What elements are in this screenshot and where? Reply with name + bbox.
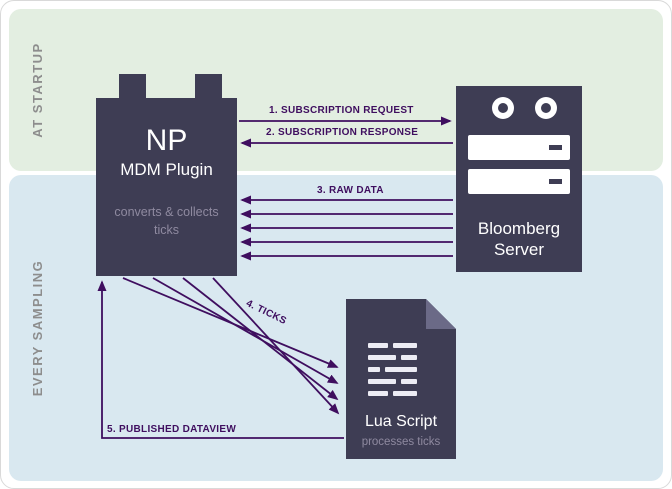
plugin-note-line1: converts & collects <box>114 205 219 219</box>
server-reel-right-icon <box>535 97 557 119</box>
plugin-subtitle: MDM Plugin <box>120 160 213 179</box>
label-subscription-request: 1. SUBSCRIPTION REQUEST <box>269 105 414 116</box>
label-subscription-response: 2. SUBSCRIPTION RESPONSE <box>266 127 419 138</box>
server-rack-unit-1-icon <box>468 135 570 160</box>
plugin-title: NP <box>145 124 188 157</box>
np-mdm-plugin-node: NP MDM Plugin converts & collects ticks <box>96 74 237 276</box>
lua-script-note: processes ticks <box>361 436 441 448</box>
server-label-line2: Server <box>493 239 545 259</box>
lua-script-label: Lua Script <box>364 413 438 430</box>
document-fold-icon <box>426 299 456 329</box>
plugin-note-line2: ticks <box>154 222 179 237</box>
server-label-line1: Bloomberg <box>477 218 561 238</box>
label-published-dataview: 5. PUBLISHED DATAVIEW <box>107 424 237 435</box>
document-text-lines-icon <box>368 343 434 403</box>
plugin-connector-left-icon <box>119 74 146 98</box>
startup-band-label: AT STARTUP <box>30 42 45 138</box>
plugin-note: converts & collects ticks <box>96 204 237 239</box>
bloomberg-server-node: Bloomberg Server <box>456 86 582 272</box>
lua-script-node: Lua Script processes ticks <box>346 299 456 459</box>
server-rack-unit-2-icon <box>468 169 570 194</box>
server-reel-left-icon <box>492 97 514 119</box>
plugin-connector-right-icon <box>195 74 222 98</box>
label-raw-data: 3. RAW DATA <box>317 185 384 196</box>
sampling-band-label: EVERY SAMPLING <box>30 259 45 397</box>
server-label: Bloomberg Server <box>456 218 582 261</box>
